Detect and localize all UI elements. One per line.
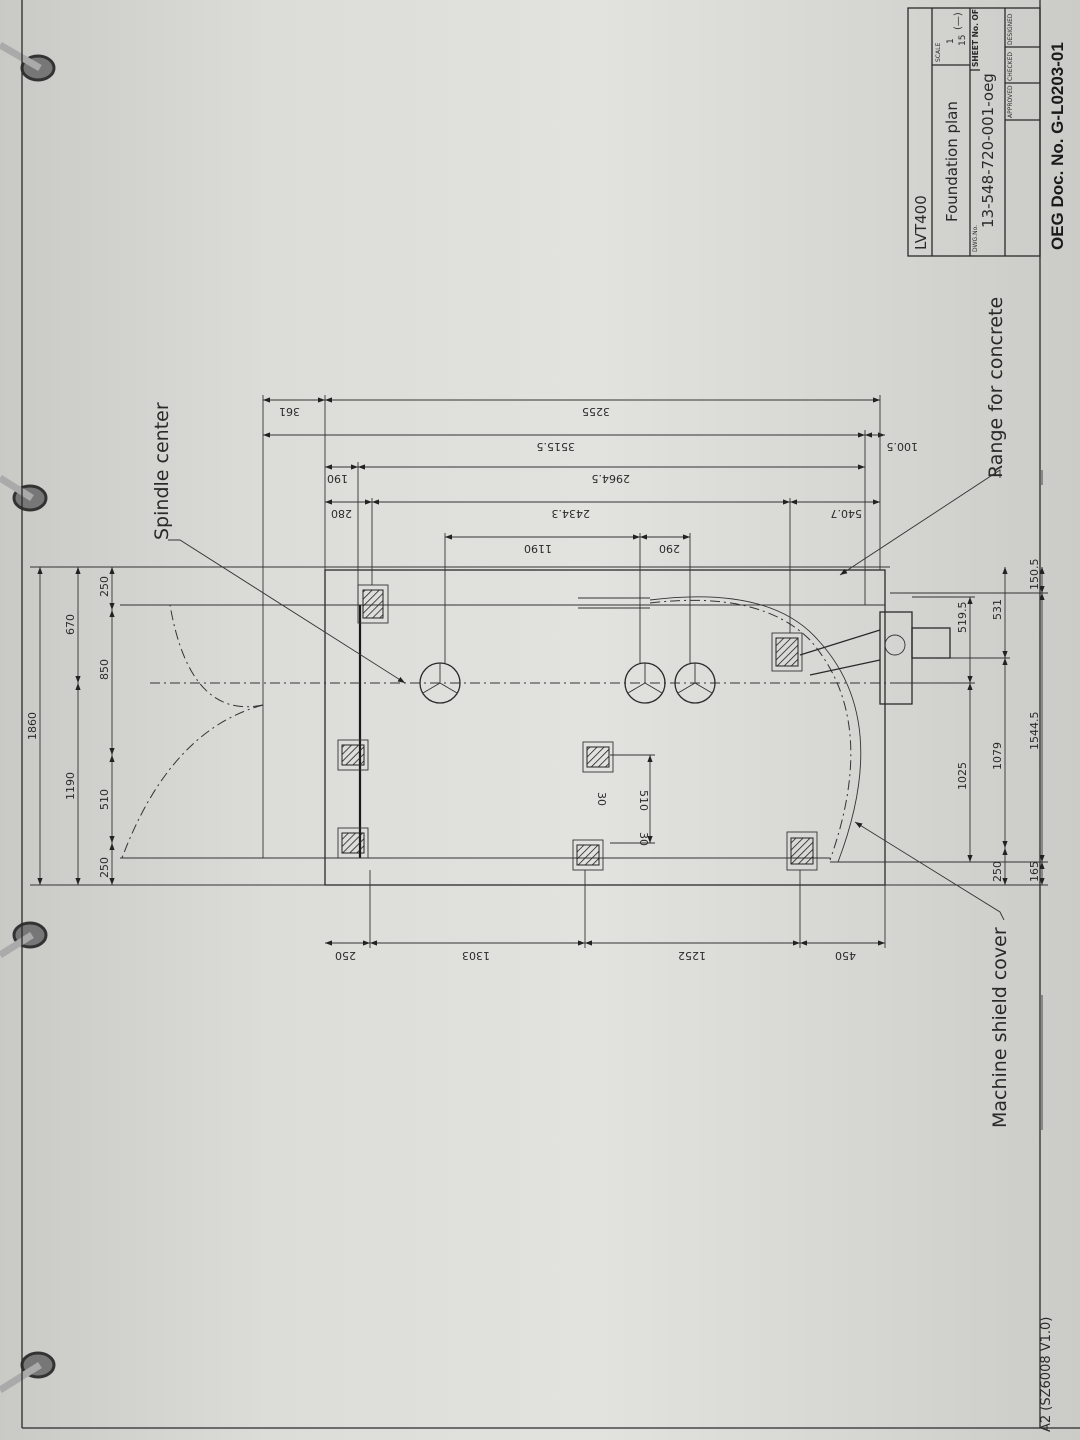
dim-text: 1303 xyxy=(462,949,490,962)
dim-text: 3515.5 xyxy=(537,440,576,453)
drawing-number: 13-548-720-001-oeg xyxy=(979,73,997,228)
anchor-pad xyxy=(771,632,803,672)
anchor-pad xyxy=(582,741,614,773)
dim-text: 3255 xyxy=(582,405,610,418)
designed-label: DESIGNED xyxy=(1007,13,1014,45)
scale-denominator: 15 xyxy=(958,35,968,46)
dim-text: 850 xyxy=(98,659,111,680)
dim-text: 361 xyxy=(279,405,300,418)
dim-text: 540.7 xyxy=(831,507,863,520)
dim-text: 2964.5 xyxy=(592,472,631,485)
dim-text: 100.5 xyxy=(887,440,919,453)
dim-text: 519.5 xyxy=(956,602,969,634)
anchor-pad xyxy=(572,839,604,871)
anchor-pad xyxy=(337,827,369,859)
document-number: OEG Doc. No. G-L0203-01 xyxy=(1048,42,1067,250)
anchor-pad xyxy=(357,584,389,624)
dim-text: 1025 xyxy=(956,762,969,790)
scale-unit: (—) xyxy=(953,12,964,30)
anchor-pad xyxy=(786,831,818,871)
checked-label: CHECKED xyxy=(1007,52,1014,81)
sheet-format-label: A2 (SZ6008 V1.0) xyxy=(1039,1317,1054,1432)
spindle-chuck-icon xyxy=(419,662,461,704)
anchor-pad xyxy=(337,739,369,771)
sheet-no-label: SHEET No. OF xyxy=(971,9,980,67)
binder-ring-icon xyxy=(0,41,56,82)
dim-text: 250 xyxy=(335,949,356,962)
scale-label: SCALE xyxy=(935,43,942,62)
spindle-chuck-icon xyxy=(674,662,716,704)
dim-text: 1252 xyxy=(678,949,706,962)
dim-text: 1079 xyxy=(991,742,1004,770)
chip-conveyor xyxy=(799,611,951,705)
dim-text: 250 xyxy=(991,861,1004,882)
extension-lines xyxy=(262,395,1048,948)
dim-text: 190 xyxy=(327,472,348,485)
dim-text: 2434.3 xyxy=(552,507,591,520)
binder-ring-icon xyxy=(0,1351,56,1393)
spindle-center-label: Spindle center xyxy=(151,402,173,540)
dim-text: 510 xyxy=(637,790,650,811)
binder-ring-icon xyxy=(0,475,48,512)
dimension-lines xyxy=(37,397,1045,946)
dim-text: 450 xyxy=(835,949,856,962)
title-block: LVT400 Foundation plan DWG.No. 13-548-72… xyxy=(907,7,1067,257)
scale-numerator: 1 xyxy=(946,38,956,44)
drawing-no-label: DWG.No. xyxy=(972,225,979,252)
dim-text: 165 xyxy=(1028,861,1041,882)
dim-text: 250 xyxy=(98,857,111,878)
anchor-pads xyxy=(337,584,818,871)
binder-ring-icon xyxy=(0,921,48,958)
dim-text: 150.5 xyxy=(1028,559,1041,591)
dim-text: 1190 xyxy=(64,772,77,800)
spindle-chuck-icon xyxy=(624,662,666,704)
callouts: Spindle center Range for concrete Machin… xyxy=(151,297,1054,1432)
foundation-outline xyxy=(30,566,890,886)
dim-text: 670 xyxy=(64,614,77,635)
dim-text: 1860 xyxy=(26,712,39,740)
range-for-concrete-label: Range for concrete xyxy=(985,297,1007,478)
dim-text: 531 xyxy=(991,599,1004,620)
dim-text: 510 xyxy=(98,789,111,810)
drawing-title: Foundation plan xyxy=(943,101,961,222)
dim-text: 280 xyxy=(331,507,352,520)
model-name: LVT400 xyxy=(912,195,930,250)
machine-shield-cover-label: Machine shield cover xyxy=(989,927,1011,1128)
dim-text: 1190 xyxy=(524,542,552,555)
dim-text: 1544.5 xyxy=(1028,712,1041,751)
dim-text: 30 xyxy=(637,832,650,846)
dim-text: 290 xyxy=(659,542,680,555)
dim-text: 250 xyxy=(98,576,111,597)
dim-text: 30 xyxy=(595,792,608,806)
approved-label: APPROVED xyxy=(1007,85,1014,118)
